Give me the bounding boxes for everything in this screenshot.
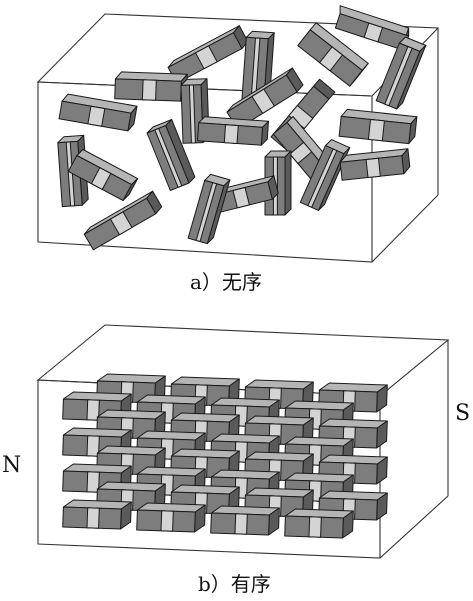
north-pole-label: N [2, 453, 21, 478]
magnet-block [62, 499, 132, 530]
caption-ordered: b）有序 [198, 572, 271, 596]
block-band [308, 516, 322, 538]
magnet-block [197, 116, 269, 146]
blocks-disordered [57, 5, 427, 251]
block-band [384, 46, 413, 107]
caption-disordered: a）无序 [190, 270, 262, 294]
block-band [154, 127, 183, 188]
magnet-block [210, 505, 280, 536]
magnet-block [170, 412, 240, 443]
magnet-block [67, 149, 139, 201]
block-band [363, 22, 383, 43]
magnet-block [167, 25, 249, 84]
block-band [289, 141, 313, 164]
magnet-block [58, 93, 138, 132]
panel-ordered: b）有序 [36, 324, 450, 596]
magnet-block [339, 148, 411, 181]
magnet-block [114, 71, 188, 102]
block-band [365, 157, 381, 178]
block-band [251, 88, 275, 114]
block-band [319, 46, 343, 72]
magnet-block [136, 502, 206, 533]
magnet-block [297, 22, 369, 87]
block-band [232, 187, 250, 209]
block-band [141, 79, 157, 101]
block-band [87, 105, 106, 127]
magnet-block [338, 108, 418, 145]
block-band [160, 510, 174, 532]
magnet-block [83, 190, 163, 251]
magnet-block [226, 67, 304, 130]
block-band [367, 119, 385, 142]
block-band [86, 507, 100, 529]
block-band [65, 141, 76, 207]
magnet-block [284, 508, 354, 539]
magnet-block [334, 5, 410, 51]
block-band [307, 148, 338, 208]
panel-disordered: a）无序 [36, 5, 440, 294]
south-pole-label: S [455, 401, 470, 426]
block-band [195, 45, 218, 70]
block-band [110, 211, 133, 236]
block-band [234, 513, 248, 535]
block-band [188, 84, 196, 144]
magnet-block [146, 119, 196, 191]
block-end-face [284, 150, 292, 216]
block-band [90, 167, 112, 190]
magnet-block [375, 36, 427, 110]
block-band [195, 182, 218, 242]
block-band [223, 124, 239, 144]
magnet-block [187, 173, 231, 245]
blocks-ordered [62, 373, 388, 539]
